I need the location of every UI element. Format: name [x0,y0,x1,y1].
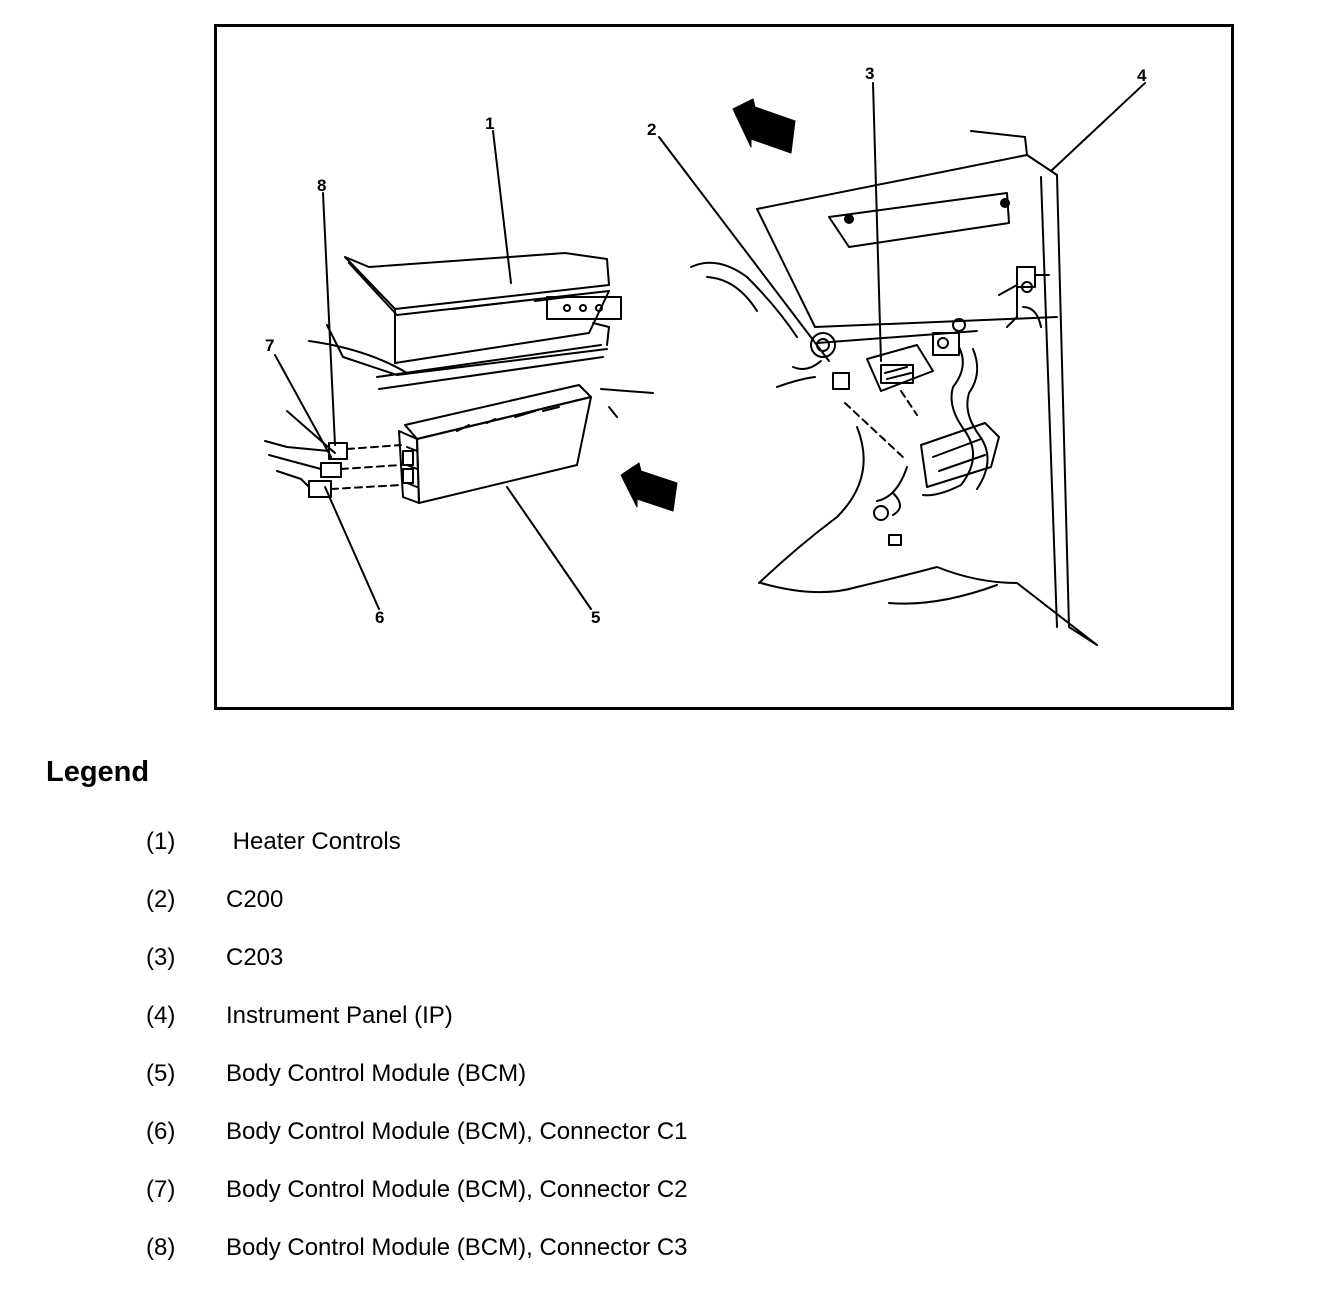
bcm-module-drawing [398,384,592,504]
legend-title: Legend [46,756,150,788]
legend-item-label: Body Control Module (BCM), Connector C3 [226,1234,688,1261]
c200-c203-connectors-drawing [776,318,1000,546]
callout-2: 2 [647,120,656,139]
legend-item-label: C200 [226,886,284,913]
direction-arrow-lower [620,462,678,512]
diagram-frame: 1 2 3 4 5 6 7 8 [214,24,1234,710]
heater-controls-drawing [308,252,654,418]
legend-item-number: (7) [146,1176,176,1203]
callout-8: 8 [317,176,326,195]
callout-3: 3 [865,64,874,83]
legend-item-number: (1) [146,828,176,855]
legend-item-number: (4) [146,1002,176,1029]
legend-item-number: (2) [146,886,176,913]
legend-item-number: (5) [146,1060,176,1087]
legend-item-label: Instrument Panel (IP) [226,1002,453,1029]
callout-numbers: 1 2 3 4 5 6 7 8 [265,64,1147,627]
legend-item-label: C203 [226,944,284,971]
legend-item-label: Heater Controls [226,828,401,855]
callout-7: 7 [265,336,274,355]
callout-6: 6 [375,608,384,627]
legend-item-label: Body Control Module (BCM) [226,1060,527,1087]
legend-item-number: (3) [146,944,176,971]
legend-item-number: (8) [146,1234,176,1261]
callout-4: 4 [1137,66,1147,85]
callout-1: 1 [485,114,494,133]
bcm-location-illustration: 1 2 3 4 5 6 7 8 [264,64,1147,646]
callout-5: 5 [591,608,600,627]
leader-lines [274,82,1146,610]
direction-arrow-upper [732,98,796,154]
legend-item-label: Body Control Module (BCM), Connector C2 [226,1176,688,1203]
instrument-panel-drawing [690,130,1098,646]
legend-item-number: (6) [146,1118,176,1145]
legend-item-label: Body Control Module (BCM), Connector C1 [226,1118,688,1145]
bcm-connectors-drawing [264,410,402,498]
